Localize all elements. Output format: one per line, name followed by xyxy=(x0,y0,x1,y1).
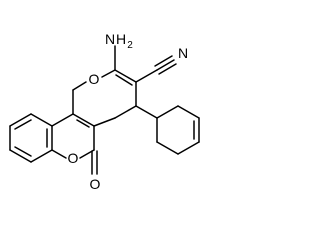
bond xyxy=(101,69,116,78)
bond xyxy=(9,149,32,163)
bond xyxy=(30,149,53,163)
chemical-structure: O O O N N H 2 xyxy=(0,0,286,198)
amino-subscript-label: 2 xyxy=(127,40,133,51)
canvas-background-final xyxy=(0,0,286,198)
bond xyxy=(177,105,200,119)
bond-nitrile xyxy=(158,63,177,75)
bond xyxy=(72,81,87,91)
bond xyxy=(93,117,116,127)
bond xyxy=(156,141,179,155)
amino-hydrogen-label: H xyxy=(116,31,126,47)
amino-nitrogen-label: N xyxy=(105,31,115,47)
bond-cyclohexenyl xyxy=(135,105,158,119)
bond xyxy=(115,74,133,86)
bond-nitrile xyxy=(156,59,175,71)
bond-inner xyxy=(76,119,90,128)
bond xyxy=(177,141,200,155)
amino-group-label: N H 2 xyxy=(105,31,133,51)
lactone-oxygen-label: O xyxy=(68,150,79,166)
bond xyxy=(72,113,95,127)
bond xyxy=(156,105,179,119)
bond-inner xyxy=(14,119,32,130)
bond xyxy=(9,113,32,127)
atom-labels: O O O N N H 2 xyxy=(68,31,189,192)
bond-nitrile-link xyxy=(135,69,158,83)
bond-inner xyxy=(14,146,32,157)
bond xyxy=(30,113,53,127)
molecule xyxy=(9,45,200,175)
pyran-oxygen-label: O xyxy=(89,71,100,87)
bond xyxy=(51,113,74,127)
bond xyxy=(114,69,137,83)
bond-nitrile xyxy=(154,55,173,67)
bond xyxy=(114,105,137,119)
nitrile-nitrogen-label: N xyxy=(178,45,188,61)
bond xyxy=(51,149,67,159)
carbonyl-oxygen-label: O xyxy=(90,176,101,192)
